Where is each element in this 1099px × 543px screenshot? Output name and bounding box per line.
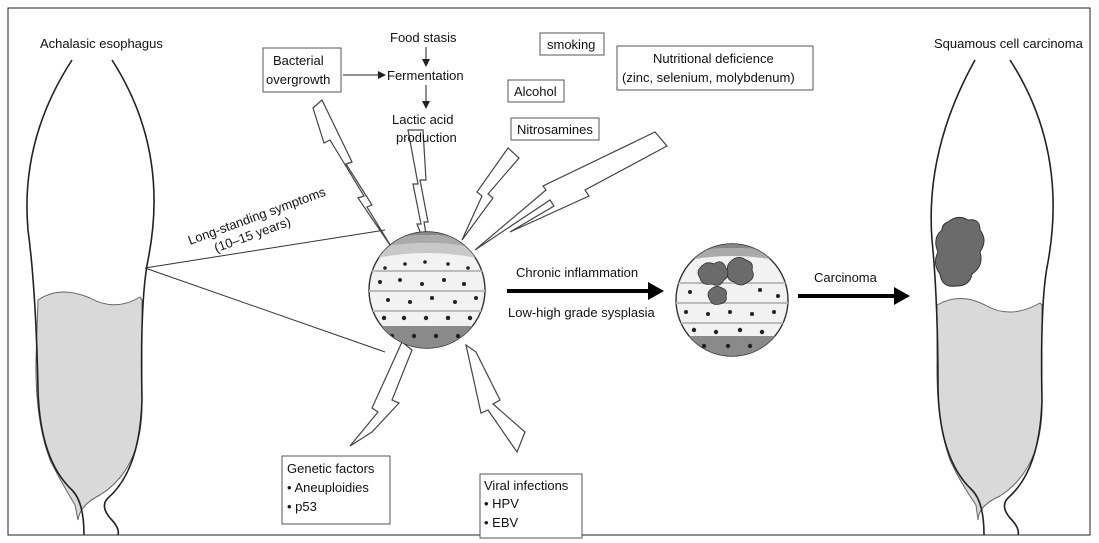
lactic-acid-label-1: Lactic acid [392, 112, 453, 127]
bacterial-overgrowth-box: Bacterial overgrowth [263, 48, 341, 92]
viral-infections-box: Viral infections • HPV • EBV [480, 474, 582, 538]
genetic-factors-box: Genetic factors • Aneuploidies • p53 [282, 456, 390, 524]
lactic-acid-label-2: production [396, 130, 457, 145]
svg-text:Nitrosamines: Nitrosamines [517, 122, 593, 137]
svg-text:overgrowth: overgrowth [266, 72, 330, 87]
svg-text:• p53: • p53 [287, 499, 317, 514]
epithelium-circle [360, 227, 500, 350]
svg-text:Viral infections: Viral infections [484, 478, 569, 493]
achalasic-esophagus-label: Achalasic esophagus [40, 36, 163, 51]
alcohol-box: Alcohol [508, 80, 564, 102]
food-stasis-label: Food stasis [390, 30, 457, 45]
svg-text:(zinc, selenium, molybdenum): (zinc, selenium, molybdenum) [622, 70, 795, 85]
nitrosamines-box: Nitrosamines [511, 118, 599, 140]
carcinoma-esophagus-illustration [931, 60, 1053, 535]
svg-text:Alcohol: Alcohol [514, 84, 557, 99]
arrow-to-carcinoma-head [894, 287, 910, 305]
carcinoma-label: Carcinoma [814, 270, 878, 285]
svg-text:• HPV: • HPV [484, 496, 519, 511]
fermentation-label: Fermentation [387, 68, 464, 83]
achalasic-esophagus-illustration [27, 60, 154, 535]
svg-text:• Aneuploidies: • Aneuploidies [287, 480, 369, 495]
squamous-cell-carcinoma-label: Squamous cell carcinoma [934, 36, 1084, 51]
nutritional-deficience-box: Nutritional deficience (zinc, selenium, … [617, 46, 813, 90]
zoom-line-bottom [145, 268, 385, 352]
svg-text:smoking: smoking [547, 37, 595, 52]
svg-text:Nutritional deficience: Nutritional deficience [653, 51, 774, 66]
svg-text:• EBV: • EBV [484, 515, 519, 530]
dysplasia-circle [670, 240, 800, 360]
arrow-to-dysplasia-head [648, 282, 664, 300]
smoking-box: smoking [540, 33, 604, 55]
dysplasia-label: Low-high grade sysplasia [508, 305, 655, 320]
chronic-inflammation-label: Chronic inflammation [516, 265, 638, 280]
long-standing-label: Long-standing symptoms (10–15 years) [186, 184, 334, 263]
svg-text:Genetic factors: Genetic factors [287, 461, 375, 476]
tumor-mass [935, 217, 984, 286]
svg-text:Bacterial: Bacterial [273, 53, 324, 68]
